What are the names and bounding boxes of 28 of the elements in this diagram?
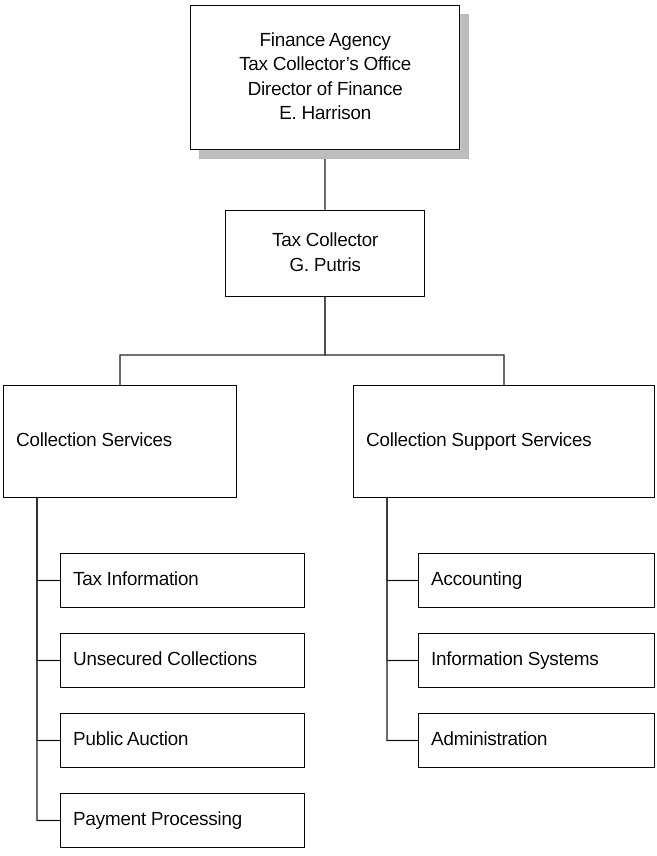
org-box bbox=[353, 385, 655, 498]
box-label: Administration bbox=[431, 728, 548, 752]
org-box bbox=[418, 553, 655, 608]
org-box bbox=[418, 633, 655, 688]
box-label: Payment Processing bbox=[73, 808, 242, 832]
org-box bbox=[60, 553, 305, 608]
box-label: Finance Agency bbox=[260, 29, 390, 54]
org-box bbox=[60, 713, 305, 768]
box-label: Information Systems bbox=[431, 648, 598, 672]
box-label: Accounting bbox=[431, 568, 522, 592]
org-box bbox=[60, 633, 305, 688]
box-label: Collection Support Services bbox=[366, 429, 592, 454]
box-label: Director of Finance bbox=[248, 78, 402, 102]
box-label: Collection Services bbox=[16, 429, 172, 454]
connector-line bbox=[36, 498, 60, 822]
box-label: Tax Collector bbox=[272, 229, 378, 254]
box-label: Public Auction bbox=[73, 728, 188, 752]
connector-line bbox=[324, 297, 505, 385]
connector-line bbox=[386, 498, 418, 742]
org-box bbox=[225, 210, 425, 297]
box-label: G. Putris bbox=[289, 254, 361, 278]
org-box bbox=[60, 793, 305, 848]
org-box bbox=[3, 385, 237, 498]
box-label: E. Harrison bbox=[279, 102, 371, 126]
org-box bbox=[418, 713, 655, 768]
box-label: Unsecured Collections bbox=[73, 648, 257, 672]
box-label: Tax Information bbox=[73, 568, 198, 592]
box-label: Tax Collector’s Office bbox=[239, 53, 411, 78]
